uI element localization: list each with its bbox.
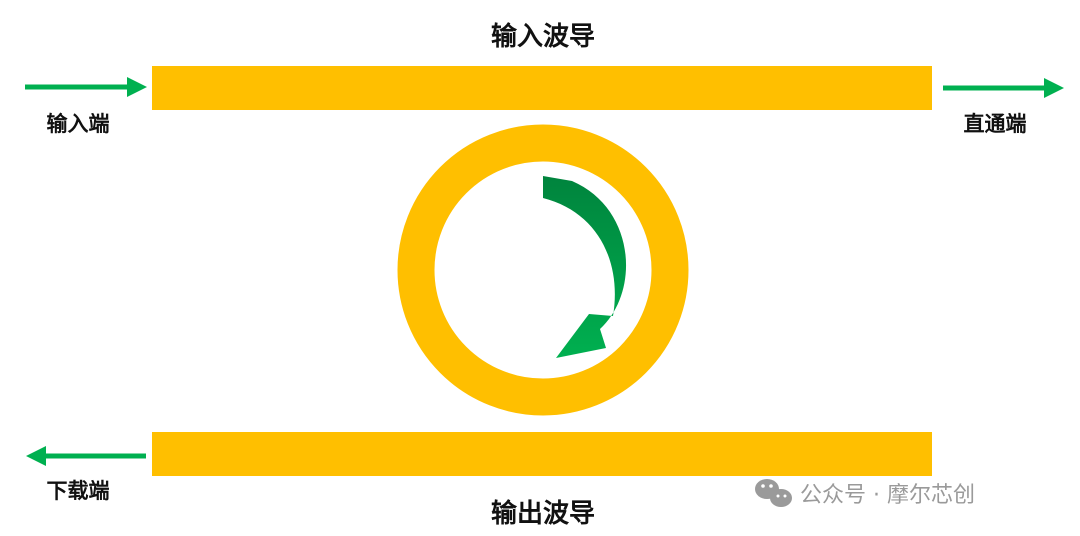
watermark: 公众号 · 摩尔芯创 — [755, 479, 975, 508]
output-waveguide-bar — [152, 432, 932, 476]
input-arrow — [25, 77, 147, 97]
ring-circulation-arrow — [543, 176, 627, 358]
ring-resonator — [397, 124, 689, 416]
input-waveguide-label: 输入波导 — [491, 21, 595, 52]
through-arrow — [943, 78, 1064, 98]
input-port-label: 输入端 — [47, 112, 110, 136]
watermark-text: 公众号 · 摩尔芯创 — [800, 483, 975, 508]
through-port-label: 直通端 — [964, 112, 1027, 136]
wechat-icon — [755, 479, 792, 507]
drop-port-label: 下载端 — [47, 479, 110, 503]
drop-arrow — [26, 446, 146, 466]
output-waveguide-label: 输出波导 — [491, 498, 595, 529]
input-waveguide-bar — [152, 66, 932, 110]
